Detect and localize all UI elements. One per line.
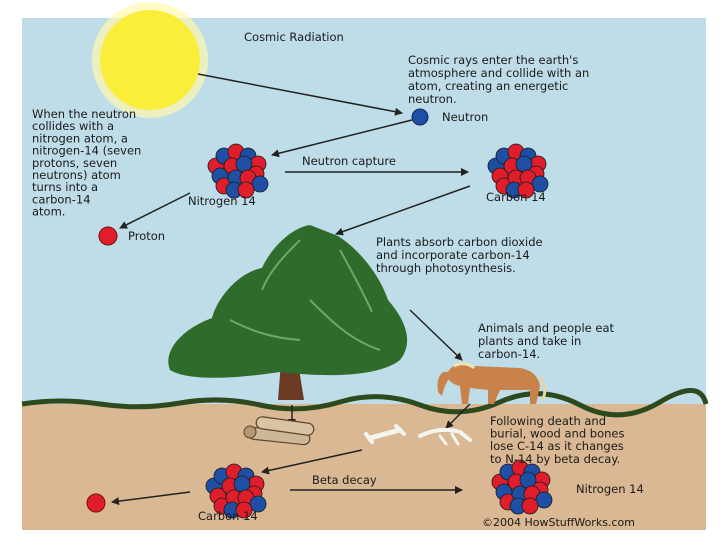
arrow-neutron-to-nitrogen [271,119,413,158]
tree-icon [168,225,408,400]
label-plants-desc: Plants absorb carbon dioxide and incorpo… [376,235,546,275]
label-carbon-14-bottom: Carbon 14 [198,509,258,523]
label-neutron-capture: Neutron capture [302,154,396,168]
arrow-to-proton [119,192,191,229]
label-cosmic-radiation: Cosmic Radiation [244,30,344,44]
nitrogen-14-nucleus-bottom [491,459,553,515]
label-collision-desc: When the neutron collides with a nitroge… [32,107,145,219]
neutron-ball [535,491,553,509]
proton-particle-bottom [86,493,106,513]
neutron-ball [249,495,267,513]
arrow-burial-to-carbon [261,449,363,475]
carbon-14-nucleus-bottom [205,463,267,519]
label-cosmic-rays-desc: Cosmic rays enter the earth's atmosphere… [408,53,593,106]
arrow-horse-to-bones [445,403,471,429]
wood-logs-icon [243,416,315,446]
sun-icon [92,2,208,118]
copyright-text: ©2004 HowStuffWorks.com [482,516,635,529]
label-proton: Proton [128,229,165,243]
arrow-tree-to-horse [409,309,463,361]
label-beta-decay: Beta decay [312,473,377,487]
label-death-desc: Following death and burial, wood and bon… [490,414,628,466]
proton-ball [521,497,539,515]
carbon-14-nucleus [487,143,549,199]
proton-ball [237,181,255,199]
arrow-sun-to-neutron [197,73,403,116]
label-carbon-14-top: Carbon 14 [486,190,546,204]
label-nitrogen-14-bottom: Nitrogen 14 [576,482,644,496]
proton-particle [98,226,118,246]
label-animals-desc: Animals and people eat plants and take i… [478,321,618,361]
neutron-ball [251,175,269,193]
neutron-ball [531,175,549,193]
proton-ball [517,181,535,199]
neutron-particle [411,108,429,126]
horse-icon [437,362,547,404]
arrow-to-proton-bottom [111,491,191,506]
nitrogen-14-nucleus [207,143,269,199]
arrow-carbon-to-tree [335,185,471,236]
soil-background [22,404,706,530]
ground-line [21,388,709,418]
proton-ball [235,501,253,519]
label-neutron: Neutron [442,110,488,124]
label-nitrogen-14-top: Nitrogen 14 [188,194,256,208]
bones-icon [364,424,472,446]
